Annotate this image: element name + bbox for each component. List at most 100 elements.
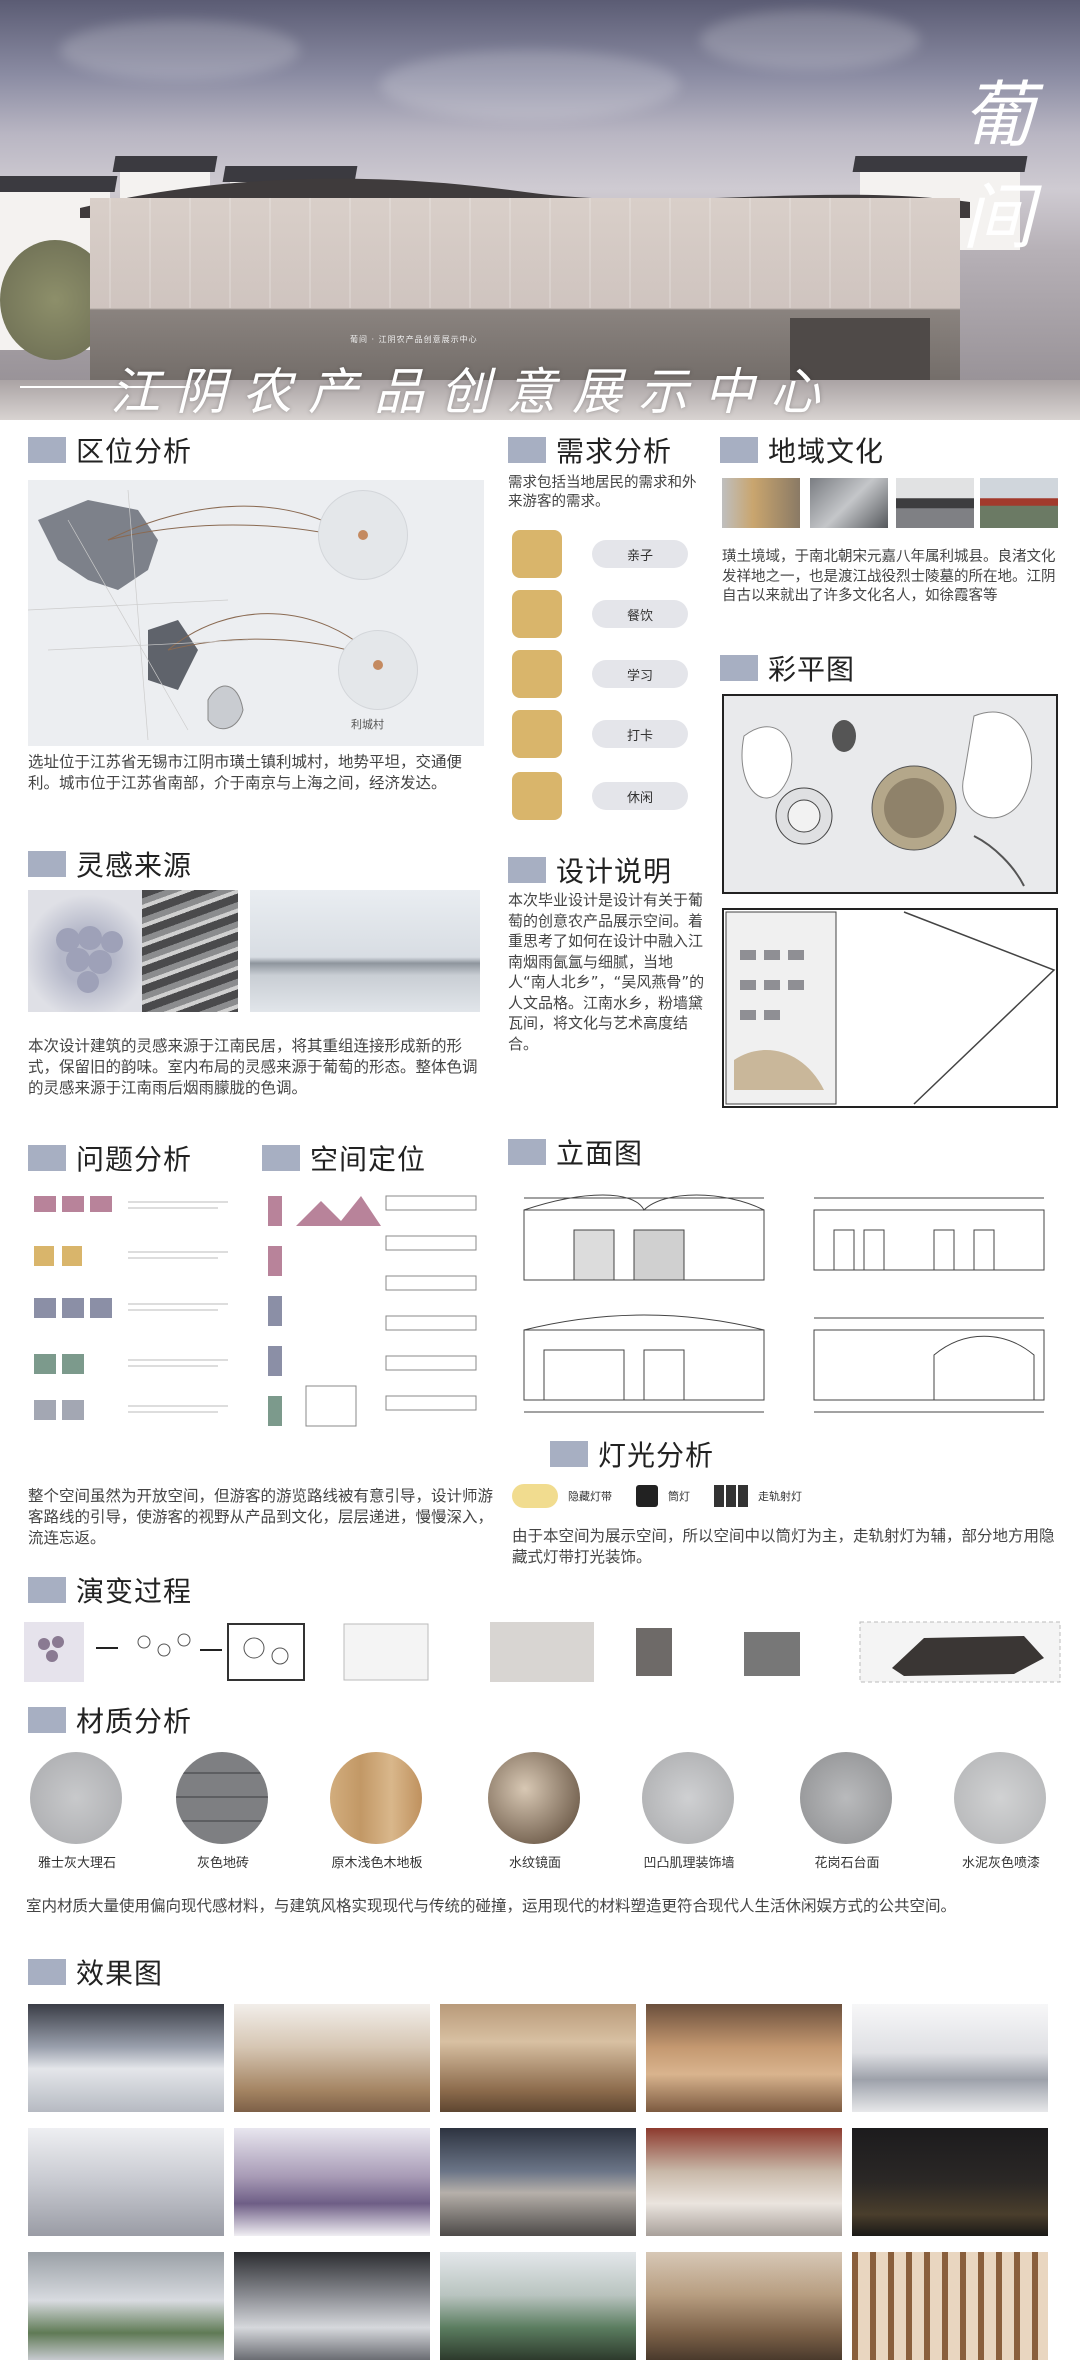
location-text: 选址位于江苏省无锡市江阴市璜土镇利城村，地势平坦，交通便利。城市位于江苏省南部，… [28, 753, 463, 792]
section-title: 效果图 [76, 1957, 164, 1990]
section-location: 区位分析 [28, 430, 192, 470]
location-map: 利城村 [28, 480, 484, 746]
tile-swatch [176, 1752, 268, 1844]
render-image [440, 2128, 636, 2236]
light-strip-icon [512, 1484, 558, 1508]
section-title: 设计说明 [556, 855, 673, 888]
lighting-text: 由于本空间为展示空间，所以空间中以筒灯为主，走轨射灯为辅，部分地方用隐藏式灯带打… [512, 1527, 1055, 1566]
render-image [440, 2252, 636, 2360]
section-square-icon [508, 857, 546, 883]
material-label: 水泥灰色喷漆 [961, 1856, 1040, 1871]
section-square-icon [28, 1577, 66, 1603]
section-render: 效果图 [28, 1952, 163, 1992]
section-elevation: 立面图 [508, 1132, 643, 1172]
section-square-icon [28, 851, 66, 877]
render-image [234, 2252, 430, 2360]
render-image [440, 2004, 636, 2112]
color-floor-plan [722, 694, 1058, 894]
grape-photo [28, 890, 146, 1012]
grape-cluster [56, 926, 123, 993]
granite-swatch [800, 1752, 892, 1844]
study-icon [512, 650, 562, 698]
section-square-icon [720, 437, 758, 463]
section-square-icon [28, 1707, 66, 1733]
material-label: 凹凸肌理装饰墙 [643, 1856, 735, 1871]
section-title: 演变过程 [76, 1575, 193, 1608]
section-square-icon [720, 655, 758, 681]
space-text: 整个空间虽然为开放空间，但游客的游览路线被有意引导，设计师游客路线的引导，使游客… [28, 1487, 494, 1547]
section-square-icon [508, 1139, 546, 1165]
light-label: 筒灯 [668, 1490, 690, 1503]
camera-icon [512, 710, 562, 758]
plan-drawing [725, 911, 1056, 1105]
render-image [28, 2004, 224, 2112]
family-icon [512, 530, 562, 578]
marble-swatch [30, 1752, 122, 1844]
hero-caption: 葡间 · 江阴农产品创意展示中心 [350, 335, 478, 344]
need-label: 学习 [592, 660, 688, 688]
section-inspiration: 灵感来源 [28, 844, 192, 884]
section-title: 地域文化 [768, 435, 885, 468]
culture-text: 璜土境域，于南北朝宋元嘉八年属利城县。良渚文化发祥地之一，也是渡江战役烈士陵墓的… [722, 549, 1056, 604]
need-item: 亲子 [512, 530, 688, 578]
need-label: 打卡 [592, 720, 688, 748]
floor-plan [722, 908, 1058, 1108]
cloud [60, 20, 300, 80]
material-label: 花岗石台面 [814, 1856, 880, 1871]
section-square-icon [262, 1145, 300, 1171]
downlight-icon [636, 1485, 658, 1507]
elevation-drawings [523, 1194, 1045, 1413]
location-dot [373, 660, 383, 670]
mirror-swatch [488, 1752, 580, 1844]
render-image [852, 2128, 1048, 2236]
render-image [28, 2252, 224, 2360]
section-design: 设计说明 [508, 850, 672, 890]
section-title: 立面图 [556, 1137, 644, 1170]
cloud [700, 10, 920, 70]
render-image [234, 2004, 430, 2112]
vertical-title: 葡 间 [961, 73, 1034, 259]
section-title: 区位分析 [76, 435, 193, 468]
title-line [20, 386, 190, 388]
texture-wall-swatch [642, 1752, 734, 1844]
render-image [234, 2128, 430, 2236]
section-title: 彩平图 [768, 653, 856, 686]
lake-photo [250, 890, 480, 1012]
section-title: 空间定位 [310, 1143, 427, 1176]
section-material: 材质分析 [28, 1700, 192, 1740]
village-photo [142, 890, 238, 1012]
need-label: 亲子 [592, 540, 688, 568]
meditation-icon [512, 772, 562, 820]
material-label: 雅士灰大理石 [37, 1856, 116, 1871]
problem-diagram [34, 1196, 228, 1420]
section-problem: 问题分析 [28, 1138, 192, 1178]
facade-lines [109, 198, 911, 308]
section-color-plan: 彩平图 [720, 648, 855, 688]
need-item: 打卡 [512, 710, 688, 758]
zoom-circle [338, 630, 418, 710]
section-square-icon [550, 1441, 588, 1467]
material-label: 水纹镜面 [508, 1856, 561, 1871]
need-item: 餐饮 [512, 590, 688, 638]
demand-text: 需求包括当地居民的需求和外来游客的需求。 [508, 475, 697, 510]
map-label: 利城村 [351, 718, 384, 731]
culture-photo [980, 478, 1058, 528]
section-square-icon [28, 1145, 66, 1171]
light-label: 走轨射灯 [758, 1490, 802, 1503]
need-label: 休闲 [592, 782, 688, 810]
section-space: 空间定位 [262, 1138, 426, 1178]
need-item: 学习 [512, 650, 688, 698]
section-title: 问题分析 [76, 1143, 193, 1176]
location-dot [358, 530, 368, 540]
light-legend: 隐藏灯带 筒灯 走轨射灯 [512, 1484, 802, 1508]
section-title: 需求分析 [556, 435, 673, 468]
plan-drawing [741, 711, 1033, 887]
hero-title: 江阴农产品创意展示中心 [110, 363, 836, 420]
space-diagram [268, 1195, 477, 1427]
cloud [380, 50, 680, 120]
section-lighting: 灯光分析 [550, 1434, 714, 1474]
need-label: 餐饮 [592, 600, 688, 628]
section-culture: 地域文化 [720, 430, 884, 470]
material-label: 原木浅色木地板 [331, 1856, 423, 1871]
section-square-icon [28, 1959, 66, 1985]
